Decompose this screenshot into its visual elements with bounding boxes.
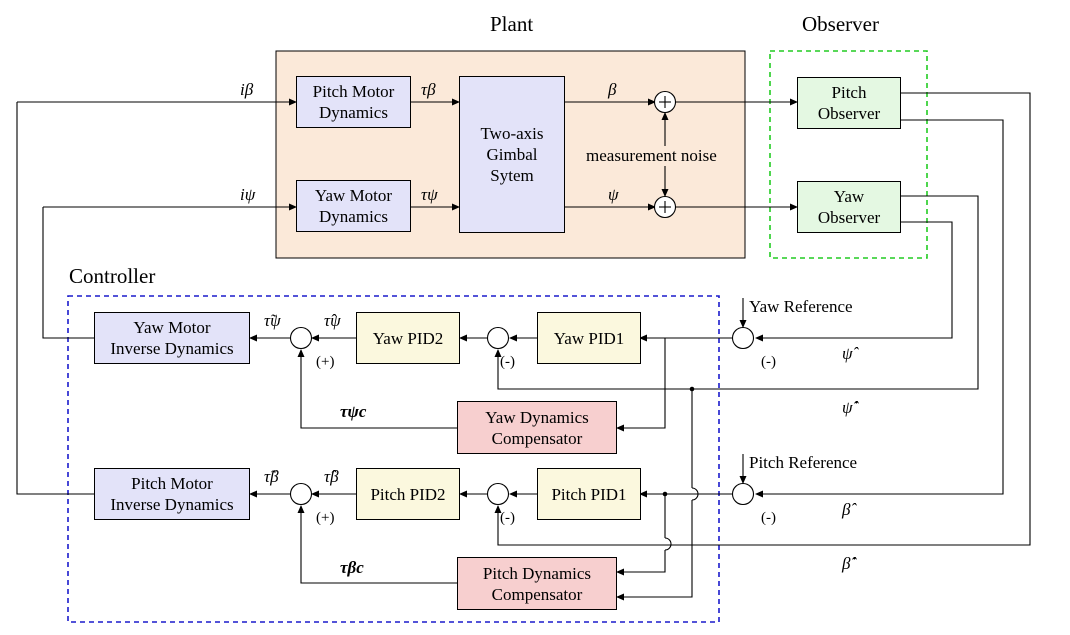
plant-title: Plant (490, 12, 534, 36)
pitch-observer-block[interactable]: Pitch Observer (797, 77, 901, 129)
tau-hat-beta-label: τ̂β (324, 467, 339, 486)
pitch-reference-minus-sign: (-) (761, 510, 776, 526)
tau-tilde-psi-label: τ̃ψ (264, 311, 281, 330)
pitch-inner-sum (486, 482, 510, 506)
yaw-reference-sum (731, 326, 755, 350)
yaw-inverse-dynamics-block[interactable]: Yaw Motor Inverse Dynamics (94, 312, 250, 364)
pitch-inverse-dynamics-block[interactable]: Pitch Motor Inverse Dynamics (94, 468, 250, 520)
pitch-plus-sign: (+) (316, 510, 335, 526)
yaw-plus-sign: (+) (316, 354, 335, 370)
pitch-pid1-block[interactable]: Pitch PID1 (537, 468, 641, 520)
observer-title: Observer (802, 12, 879, 36)
yaw-pid2-block[interactable]: Yaw PID2 (356, 312, 460, 364)
psi-hat-label: ψ̂ (842, 344, 853, 363)
beta-label: β (608, 80, 617, 99)
beta-hat-label: β̂ (842, 500, 851, 519)
beta-hat-dot-label: β̂̇ (842, 554, 851, 573)
yaw-reference-minus-sign: (-) (761, 354, 776, 370)
measurement-noise-label: measurement noise (585, 146, 718, 166)
controller-title: Controller (69, 264, 156, 288)
observer-group-frame (769, 50, 928, 259)
i-beta-label: iβ (240, 80, 254, 99)
pitch-pid2-block[interactable]: Pitch PID2 (356, 468, 460, 520)
pitch-torque-sum (289, 482, 313, 506)
psi-label: ψ (608, 185, 619, 204)
pitch-inner-minus-sign: (-) (500, 510, 515, 526)
yaw-motor-dynamics-block[interactable]: Yaw Motor Dynamics (296, 180, 411, 232)
tau-psi-c-label: τψc (340, 402, 367, 421)
tau-psi-label: τψ (421, 185, 438, 204)
controller-group-frame (67, 295, 720, 623)
yaw-dynamics-compensator-block[interactable]: Yaw Dynamics Compensator (457, 401, 617, 454)
yaw-hat-dot-branch (689, 386, 695, 392)
tau-beta-c-label: τβc (340, 558, 364, 577)
yaw-observer-block[interactable]: Yaw Observer (797, 181, 901, 233)
yaw-reference-label: Yaw Reference (749, 297, 853, 316)
yaw-pid1-block[interactable]: Yaw PID1 (537, 312, 641, 364)
pitch-reference-sum (731, 482, 755, 506)
i-psi-label: iψ (240, 185, 256, 204)
yaw-inner-sum (486, 326, 510, 350)
yaw-torque-sum (289, 326, 313, 350)
yaw-inner-minus-sign: (-) (500, 354, 515, 370)
pitch-reference-label: Pitch Reference (749, 453, 858, 472)
tau-hat-psi-label: τ̂ψ (324, 311, 341, 330)
pitch-dynamics-compensator-block[interactable]: Pitch Dynamics Compensator (457, 557, 617, 610)
pitch-motor-dynamics-block[interactable]: Pitch Motor Dynamics (296, 76, 411, 128)
pitch-pid1-branch (662, 491, 668, 497)
tau-tilde-beta-label: τ̃β (264, 467, 279, 486)
gimbal-system-block[interactable]: Two-axis Gimbal Sytem (459, 76, 565, 233)
tau-beta-label: τβ (421, 80, 436, 99)
psi-hat-dot-label: ψ̂̇ (842, 398, 853, 417)
